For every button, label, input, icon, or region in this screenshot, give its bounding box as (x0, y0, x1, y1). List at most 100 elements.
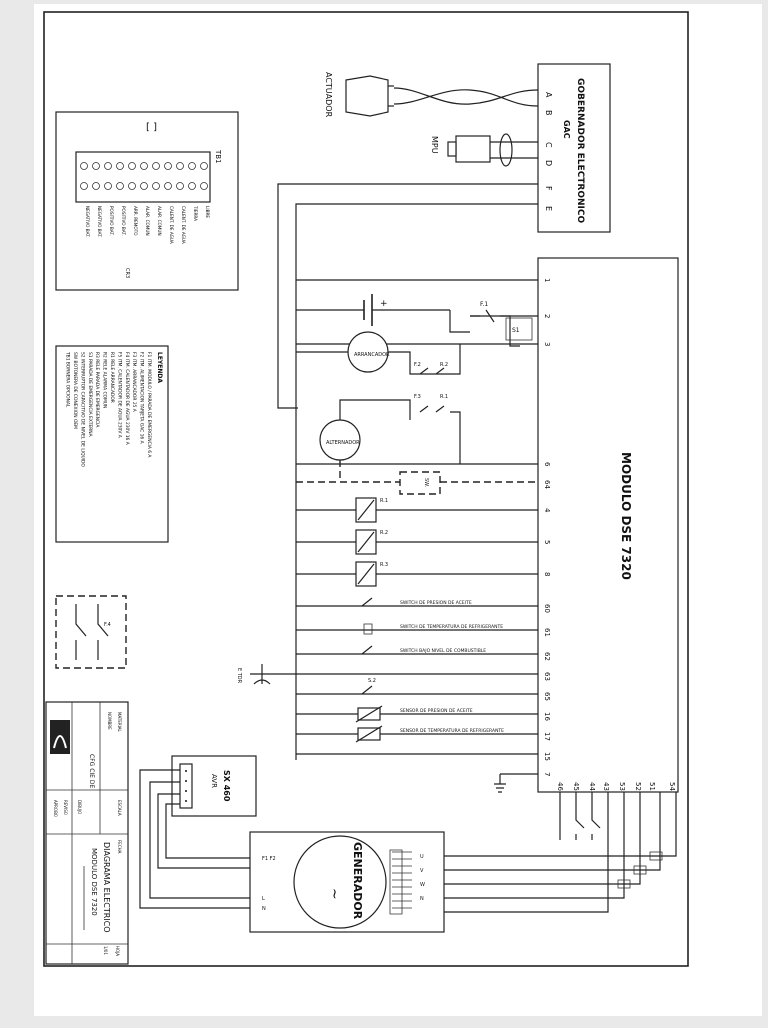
tb-field-material: MATERIAL (117, 712, 122, 733)
tb1-label: TIERRA (193, 205, 198, 221)
emergency-stop-s1: F.1 S1 (449, 301, 533, 347)
tb1-label: POSITIVO BAT. (109, 206, 114, 236)
tb1-label: CALENT. DE AGUA (169, 206, 174, 244)
low-fuel-switch-label: SWITCH BAJO NIVEL DE COMBUSTIBLE (400, 648, 486, 654)
legend-item: F5 ITM. CALENTADOR DE AGUA 230V A (116, 352, 122, 438)
governor-box (537, 63, 611, 233)
generator-title: GENERADOR (351, 842, 364, 920)
label-r1-contact: R.1 (440, 394, 448, 400)
pin-5: 5 (543, 540, 551, 544)
twisted-wire-a (393, 87, 539, 105)
phase-w: W (420, 882, 425, 888)
legend-title: LEYENDA (156, 352, 163, 383)
legend: LEYENDA F1 ITM. MODULO / PARADA DE EMERG… (55, 345, 169, 543)
pin-2: 2 (543, 314, 551, 318)
actuator: ACTUADOR (324, 72, 539, 118)
label-sw: SW. (423, 478, 429, 488)
tb1-label: ALAR. COMUN (145, 206, 150, 236)
governor-block: GOBERNADOR ELECTRONICO GAC A B C D F E (537, 63, 611, 233)
tb1-screw (164, 162, 172, 170)
title-block: MATERIAL NOMBRE CFG CIE DE ESCALA DIBUJO… (45, 701, 129, 965)
sensor-switches: SWITCH DE PRESION DE ACEITE SWITCH DE TE… (355, 597, 504, 743)
switch-detail-box: F.4 (55, 595, 127, 669)
pin-8: 8 (543, 572, 551, 576)
gov-term-d: D (544, 160, 553, 166)
label-r2: R.2 (440, 362, 448, 368)
drawing-subtitle: MODULO DSE 7320 (90, 848, 98, 916)
pin-65: 65 (543, 692, 551, 701)
tb1-label: POSITIVO BAT. (121, 206, 126, 236)
pin-63: 63 (543, 672, 551, 681)
actuator-body (345, 75, 389, 117)
pin-46: 46 (556, 782, 564, 791)
tb1-label: ALAR. COMUN (157, 206, 162, 236)
label-f1: F.1 (480, 301, 488, 308)
label-s2: S.2 (368, 678, 376, 684)
pin-7: 7 (543, 772, 551, 776)
relay-r3-label: R.3 (380, 562, 388, 568)
legend-item: F2 ITM. ALIMENTACION TARJETA GAC 16 A (139, 352, 145, 444)
tb1-title: TB1 (214, 149, 222, 164)
legend-item: F3 ITM. ARRANCADOR 25 A (131, 352, 137, 412)
tb1-screw (200, 162, 208, 170)
tb1-screw (104, 182, 112, 190)
gov-term-a: A (544, 92, 553, 98)
tb1-screw (140, 162, 148, 170)
oil-pressure-sensor-label: SENSOR DE PRESION DE ACEITE (400, 708, 473, 714)
legend-item: S2 INTERRUPTOR CAPACITIVO DE NIVEL DE LI… (79, 352, 85, 467)
pin-4: 4 (543, 508, 551, 513)
tb1-screw (92, 162, 100, 170)
coolant-temp-switch-label: SWITCH DE TEMPERATURA DE REFRIGERANTE (400, 624, 503, 630)
label-f3: F.3 (414, 394, 421, 400)
module-box (537, 257, 679, 793)
pin-43: 43 (602, 782, 610, 791)
tb-field-cfg: CFG CIE DE (88, 754, 95, 788)
tb1-screw (116, 162, 124, 170)
tb1-label: NEGATIVO BAT. (85, 206, 90, 238)
tb1-label: CALENT. DE AGUA (181, 206, 186, 244)
tb-field-escala: ESCALA (117, 800, 122, 816)
gov-term-e: E (544, 206, 553, 211)
starter-motor: ARRANCADOR F.2 R.2 (296, 331, 461, 375)
relays: R.1 R.2 R.3 (355, 497, 388, 587)
generator-sense-l: L (262, 896, 265, 902)
label-starter: ARRANCADOR (354, 352, 390, 358)
pin-54: 54 (668, 782, 676, 791)
oem-switch-box: SW. (399, 471, 441, 495)
tb1-screw (140, 182, 148, 190)
generator-sense-n: N (262, 906, 266, 912)
governor-subtitle: GAC (562, 120, 571, 139)
legend-items: F1 ITM. MODULO / PARADA DE EMERGENCIA 6 … (65, 351, 152, 467)
tb1-labels: NEGATIVO BAT. NEGATIVO BAT. POSITIVO BAT. P… (85, 205, 210, 244)
label-s1: S1 (512, 327, 520, 334)
pin-15: 15 (543, 752, 551, 761)
tb1-screw (116, 182, 124, 190)
tb1-screw (128, 182, 136, 190)
phase-n: N (420, 896, 424, 902)
oil-pressure-switch-label: SWITCH DE PRESION DE ACEITE (400, 600, 472, 606)
tb1-screw (188, 162, 196, 170)
tb1-screw (200, 182, 208, 190)
tb1-screw (188, 182, 196, 190)
tb1-label: NEGATIVO BAT. (97, 206, 102, 238)
battery: + (296, 294, 450, 326)
pin-3: 3 (543, 342, 551, 346)
generator-block: GENERADOR ~ F1 F2 L N U V W N (249, 792, 677, 933)
drawing-border (43, 11, 689, 967)
tb1-screw (104, 162, 112, 170)
ground-symbols: E TDR (236, 664, 506, 793)
legend-item: R1 RELE ARRANCADOR (109, 352, 115, 403)
tb1-screw (152, 182, 160, 190)
legend-item: SW BOTONERA DE CONEXION OEM (72, 352, 78, 429)
alternator: ALTERNADOR F.3 R.1 (319, 394, 461, 482)
tb1-terminals (80, 162, 208, 190)
tb1-screw (92, 182, 100, 190)
legend-item: R3 RELE PARADA DE EMERGENCIA (94, 352, 100, 427)
legend-item: F1 ITM. MODULO / PARADA DE EMERGENCIA 6 … (146, 352, 152, 457)
gov-term-c: C (544, 142, 553, 148)
module-title: MODULO DSE 7320 (619, 452, 633, 580)
gov-term-b: B (544, 110, 553, 116)
wire-gov-e-negative-bus (295, 203, 538, 760)
label-alternator: ALTERNADOR (326, 440, 360, 446)
